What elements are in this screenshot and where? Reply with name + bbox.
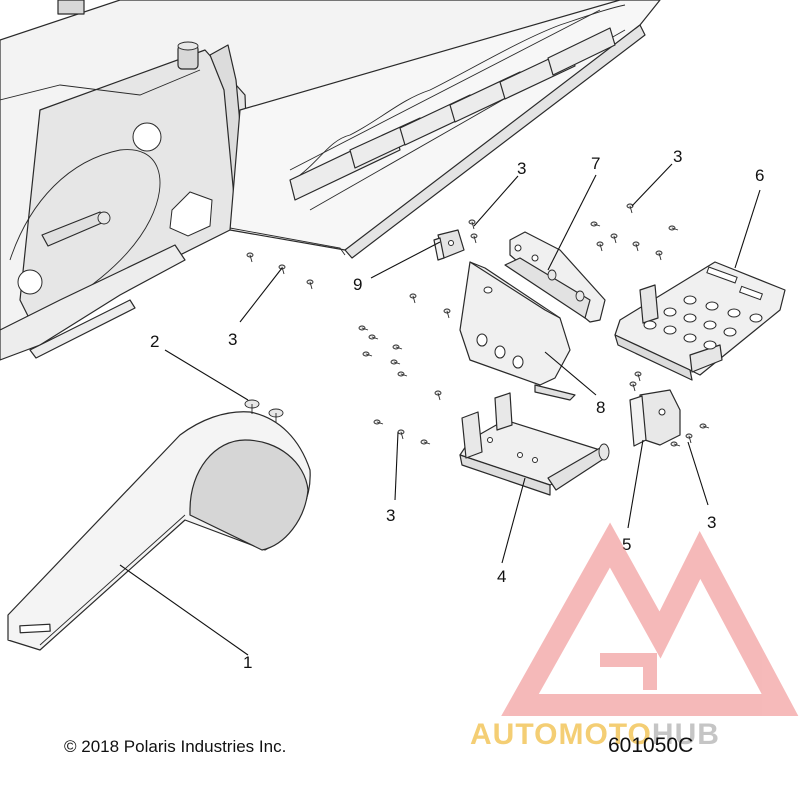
callout-labels: 1 2 3 3 3 3 3 4 5 6 7 8 9 [150,147,764,672]
callout-1: 1 [243,653,252,672]
callout-9: 9 [353,275,362,294]
callout-4: 4 [497,567,506,586]
part-1-seat-cover [7,411,311,651]
part-8-heat-shield [459,261,576,401]
diagram-part-number: 601050C [608,734,694,757]
watermark-text-b: HUB [651,718,720,751]
callout-3: 3 [673,147,682,166]
callout-2: 2 [150,332,159,351]
copyright-text: © 2018 Polaris Industries Inc. [64,737,287,756]
part-7-hinge-bracket [504,231,606,323]
part-5-side-bracket [629,389,681,447]
watermark-logo [501,522,799,716]
leader-lines [119,163,761,656]
part-4-lower-bracket [459,392,610,496]
callout-6: 6 [755,166,764,185]
tunnel-deck [229,0,661,259]
watermark-text: AUTOMOTOHUB [470,718,720,752]
callout-3: 3 [707,513,716,532]
fasteners [244,203,710,447]
callout-3: 3 [517,159,526,178]
callout-5: 5 [622,535,631,554]
callout-3: 3 [386,506,395,525]
callout-3: 3 [228,330,237,349]
callout-8: 8 [596,398,605,417]
callout-7: 7 [591,154,600,173]
part-6-skid-plate [614,261,786,381]
part-9-clip [433,229,465,261]
watermark-text-a: AUTOMOTO [470,718,652,751]
